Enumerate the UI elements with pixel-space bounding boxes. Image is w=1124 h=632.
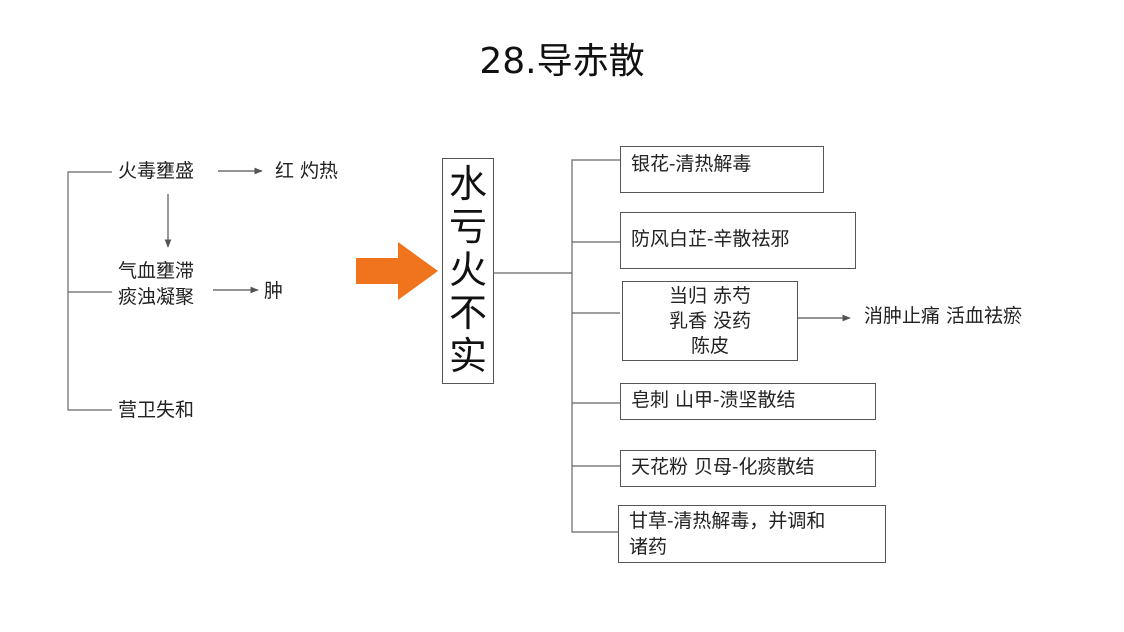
left-bracket-line [67,171,112,411]
center-char: 火 [448,248,487,292]
gancao-line: 诸药 [629,536,668,558]
herb-group-line: 陈皮 [690,335,729,357]
herb-box-gancao: 甘草-清热解毒，并调和 诸药 [618,505,886,563]
herb-box-zaoci: 皂刺 山甲-溃坚散结 [620,383,876,420]
center-char: 不 [448,291,487,335]
center-pathogenesis-box: 水 亏 火 不 实 [442,158,494,384]
label-effect: 消肿止痛 活血祛瘀 [864,305,1023,327]
label-red-heat: 红 灼热 [275,160,339,182]
big-orange-arrow [356,242,438,300]
herb-group-line: 当归 赤芍 [668,285,752,307]
label-phlegm-turbid: 痰浊凝聚 [118,286,195,308]
center-char: 实 [448,334,487,378]
herb-box-danggui-group: 当归 赤芍 乳香 没药 陈皮 [622,281,798,361]
herb-box-tianhua: 天花粉 贝母-化痰散结 [620,450,876,487]
herb-box-fangfeng: 防风白芷-辛散祛邪 [620,212,856,269]
label-swelling: 肿 [264,280,284,302]
center-char: 水 [448,162,487,206]
herb-group-line: 乳香 没药 [668,310,752,332]
page-title: 28.导赤散 [479,41,645,82]
label-qi-blood-stasis: 气血壅滞 [118,260,195,282]
label-ying-wei: 营卫失和 [118,399,195,421]
herb-box-yinhua: 银花-清热解毒 [620,146,824,193]
label-fire-toxin: 火毒壅盛 [118,160,195,182]
center-char: 亏 [448,205,487,249]
gancao-line: 甘草-清热解毒，并调和 [629,510,826,532]
right-bracket-line [571,159,620,533]
